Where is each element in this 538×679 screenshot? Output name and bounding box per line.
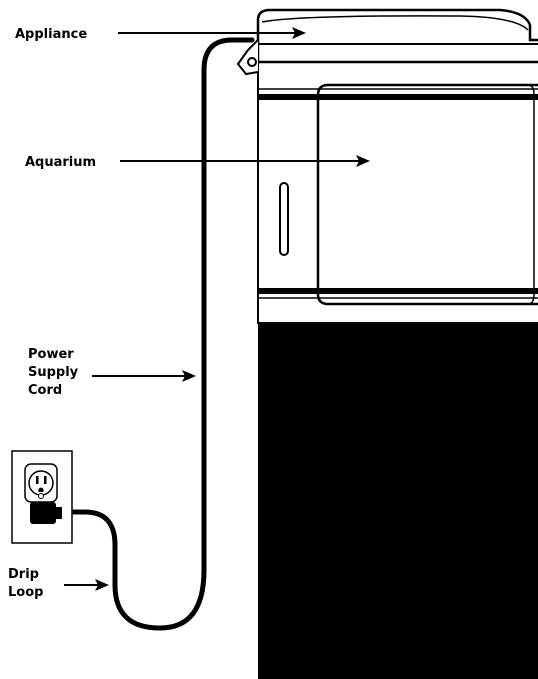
appliance-label: Appliance [15, 27, 87, 42]
plug-icon [30, 502, 62, 524]
power-supply-cord-label-line2: Supply [28, 365, 79, 380]
aquarium-label: Aquarium [25, 155, 96, 170]
arrow-icon [92, 370, 196, 382]
power-supply-cord-label-line3: Cord [28, 383, 62, 398]
arrow-icon [64, 579, 109, 591]
power-supply-cord-label-line1: Power [28, 347, 74, 362]
arrow-icon [120, 155, 370, 167]
drip-loop-label-line2: Loop [8, 585, 43, 600]
arrow-icon [118, 27, 306, 39]
appliance-hood [236, 8, 538, 76]
aquarium-stand [258, 323, 538, 679]
power-supply-cord [55, 37, 255, 631]
wall-outlet-icon [11, 450, 73, 544]
side-slot [279, 182, 289, 256]
aquarium-tank [257, 62, 538, 324]
drip-loop-label-line1: Drip [8, 567, 39, 582]
